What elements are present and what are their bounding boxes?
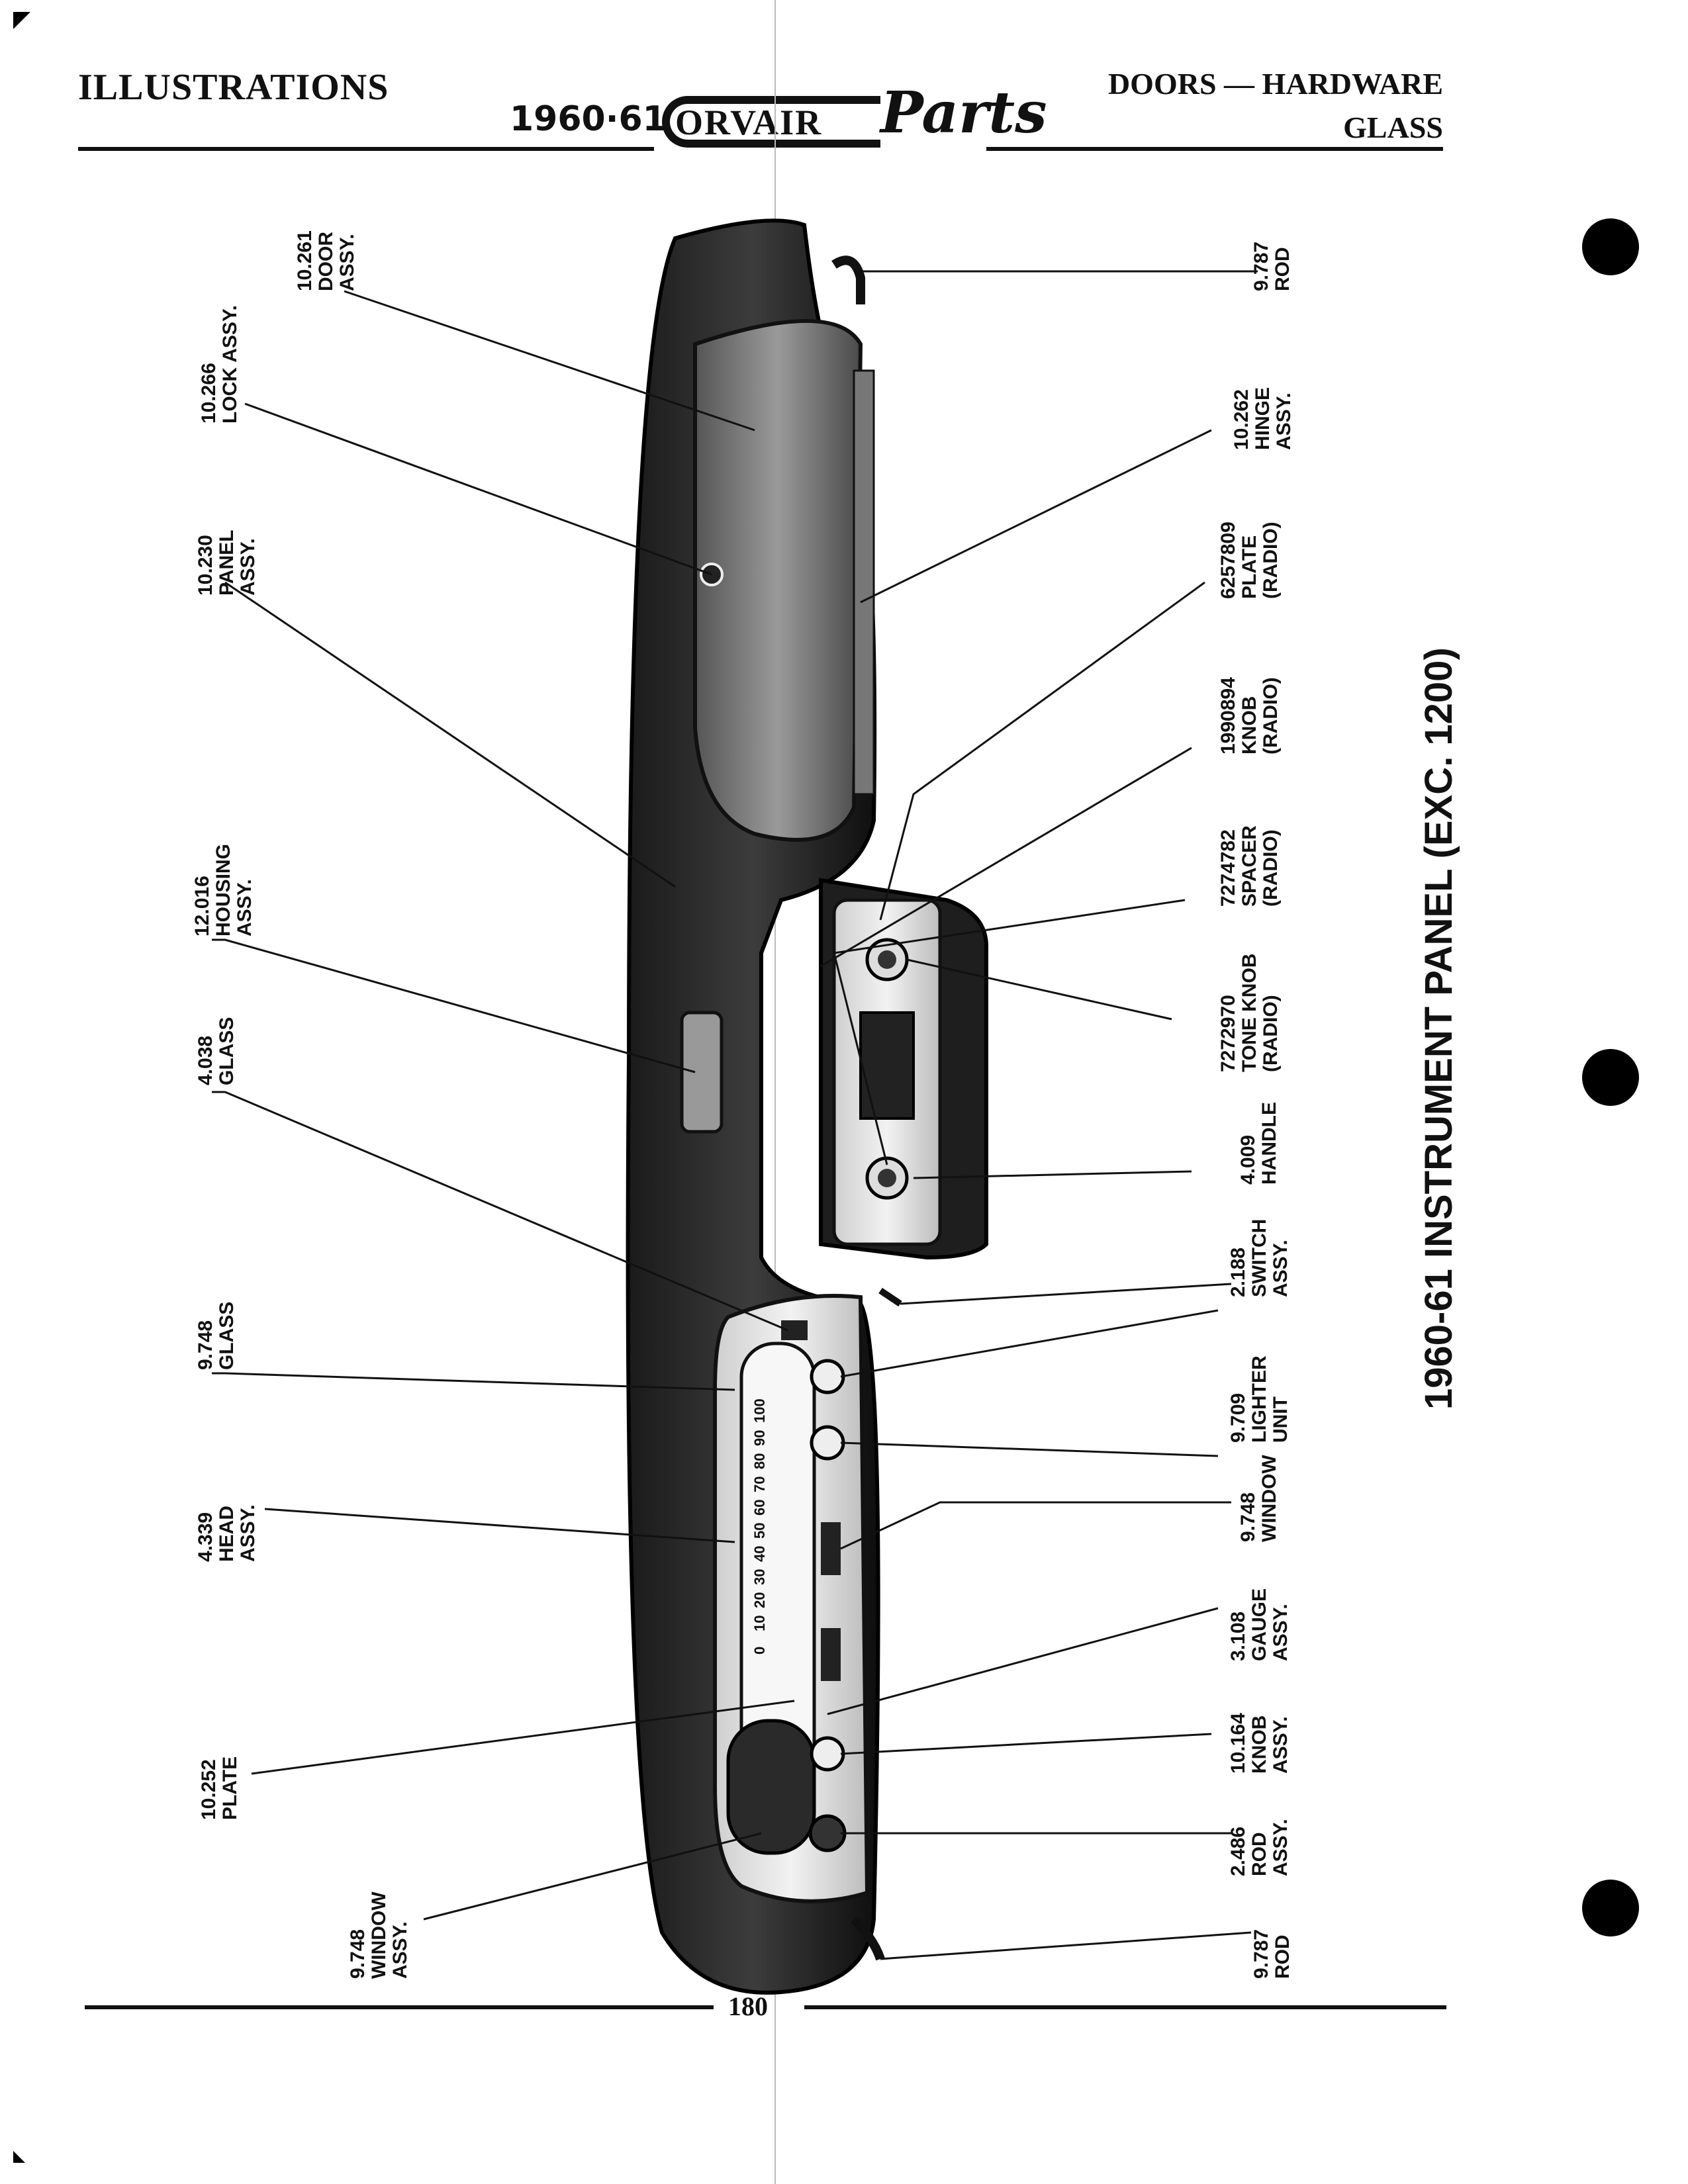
label-panel-assy: 10.230 PANEL ASSY. bbox=[195, 529, 259, 596]
logo-script: Parts bbox=[880, 79, 1047, 146]
punch-hole-top bbox=[1582, 218, 1639, 275]
label-tone-knob-radio: 7272970 TONE KNOB (RADIO) bbox=[1217, 953, 1282, 1072]
label-glass-9748: 9.748 GLASS bbox=[195, 1301, 238, 1370]
label-knob-radio: 1990894 KNOB (RADIO) bbox=[1217, 677, 1282, 754]
punch-hole-bottom bbox=[1582, 1880, 1639, 1936]
glove-box-door bbox=[693, 319, 863, 842]
speedometer-tick-label: 100 bbox=[751, 1398, 768, 1423]
speedometer-tick-label: 50 bbox=[751, 1522, 768, 1539]
label-rod-bottom: 9.787 ROD bbox=[1250, 1929, 1293, 1979]
speedometer-tick-label: 30 bbox=[751, 1569, 768, 1585]
speedometer-tick-label: 40 bbox=[751, 1545, 768, 1562]
label-plate-radio: 6257809 PLATE (RADIO) bbox=[1217, 522, 1282, 599]
corner-mark-top bbox=[13, 12, 30, 29]
label-head-assy: 4.339 HEAD ASSY. bbox=[195, 1504, 259, 1562]
figure-title: 1960-61 INSTRUMENT PANEL (EXC. 1200) bbox=[1417, 647, 1460, 1410]
speedometer-tick-label: 60 bbox=[751, 1499, 768, 1516]
label-rod-assy: 2.486 ROD ASSY. bbox=[1227, 1819, 1291, 1876]
page-number: 180 bbox=[728, 1991, 768, 2021]
label-lighter-unit: 9.709 LIGHTER UNIT bbox=[1227, 1355, 1291, 1443]
label-handle: 4.009 HANDLE bbox=[1237, 1102, 1280, 1185]
label-spacer-radio: 7274782 SPACER (RADIO) bbox=[1217, 825, 1282, 907]
section-title: ILLUSTRATIONS bbox=[78, 67, 389, 108]
speedometer-tick-label: 80 bbox=[751, 1453, 768, 1469]
label-switch-assy: 2.188 SWITCH ASSY. bbox=[1227, 1218, 1291, 1297]
corner-mark-bottom bbox=[13, 2151, 25, 2163]
label-gauge-assy: 3.108 GAUGE ASSY. bbox=[1227, 1588, 1291, 1661]
logo-year: 1960·61 bbox=[510, 99, 667, 139]
category-line-2: GLASS bbox=[1343, 111, 1443, 144]
header-rule-right bbox=[986, 147, 1443, 151]
speedometer-tick-label: 10 bbox=[751, 1615, 768, 1631]
footer-rule-left bbox=[85, 2005, 714, 2009]
category-line-1: DOORS — HARDWARE bbox=[1107, 67, 1443, 101]
punch-hole-middle bbox=[1582, 1049, 1639, 1106]
speedometer-tick-label: 0 bbox=[751, 1646, 768, 1655]
label-glass-4038: 4.038 GLASS bbox=[195, 1017, 238, 1085]
label-window-assy: 9.748 WINDOW ASSY. bbox=[347, 1891, 411, 1979]
header-rule-left bbox=[78, 147, 654, 151]
label-housing-assy: 12.016 HOUSING ASSY. bbox=[191, 843, 256, 936]
footer-rule-right bbox=[804, 2005, 1446, 2009]
label-rod-top: 9.787 ROD bbox=[1250, 241, 1293, 291]
label-window-9748: 9.748 WINDOW bbox=[1237, 1455, 1280, 1542]
logo-word: ORVAIR bbox=[675, 103, 823, 142]
page-fold-line bbox=[774, 0, 776, 2184]
speedometer-tick-label: 70 bbox=[751, 1476, 768, 1492]
label-hinge-assy: 10.262 HINGE ASSY. bbox=[1231, 387, 1295, 450]
speedometer-tick-label: 20 bbox=[751, 1592, 768, 1608]
label-knob-assy: 10.164 KNOB ASSY. bbox=[1227, 1713, 1291, 1774]
label-lock-assy: 10.266 LOCK ASSY. bbox=[198, 305, 241, 424]
label-door-assy: 10.261 DOOR ASSY. bbox=[294, 230, 358, 291]
label-plate-10252: 10.252 PLATE bbox=[198, 1756, 241, 1820]
speedometer-tick-label: 90 bbox=[751, 1430, 768, 1446]
